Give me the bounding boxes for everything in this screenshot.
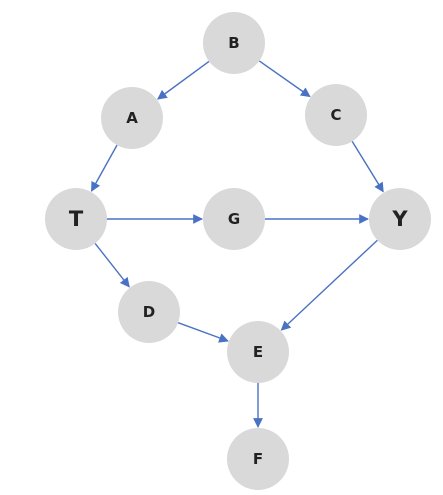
node-circle-c <box>305 84 367 146</box>
node-circle-e <box>227 321 289 383</box>
node-f: F <box>227 428 289 490</box>
node-label-y: Y <box>391 207 408 231</box>
node-label-a: A <box>126 109 138 127</box>
edge-c-to-y <box>351 141 384 193</box>
node-label-f: F <box>253 450 263 468</box>
node-b: B <box>203 12 265 74</box>
node-label-b: B <box>228 34 239 52</box>
node-circle-a <box>101 87 163 149</box>
node-a: A <box>101 87 163 149</box>
edge-b-to-c <box>258 60 311 98</box>
edges-layer <box>90 60 384 428</box>
node-t: T <box>45 188 107 250</box>
node-circle-f <box>227 428 289 490</box>
node-circle-y <box>369 188 431 250</box>
node-e: E <box>227 321 289 383</box>
node-circle-t <box>45 188 107 250</box>
node-y: Y <box>369 188 431 250</box>
node-d: D <box>118 281 180 343</box>
node-c: C <box>305 84 367 146</box>
node-g: G <box>203 188 265 250</box>
edge-y-to-e <box>280 239 378 331</box>
node-label-c: C <box>330 106 341 124</box>
edge-a-to-t <box>90 144 118 192</box>
edge-b-to-a <box>157 60 210 100</box>
node-label-t: T <box>69 207 84 231</box>
node-label-g: G <box>228 210 240 228</box>
node-label-d: D <box>143 303 155 321</box>
node-circle-d <box>118 281 180 343</box>
nodes-layer: B A C T G Y D E F <box>45 12 431 490</box>
edge-t-to-d <box>94 242 130 288</box>
node-circle-b <box>203 12 265 74</box>
node-label-e: E <box>253 343 263 361</box>
edge-d-to-e <box>177 322 229 343</box>
node-circle-g <box>203 188 265 250</box>
